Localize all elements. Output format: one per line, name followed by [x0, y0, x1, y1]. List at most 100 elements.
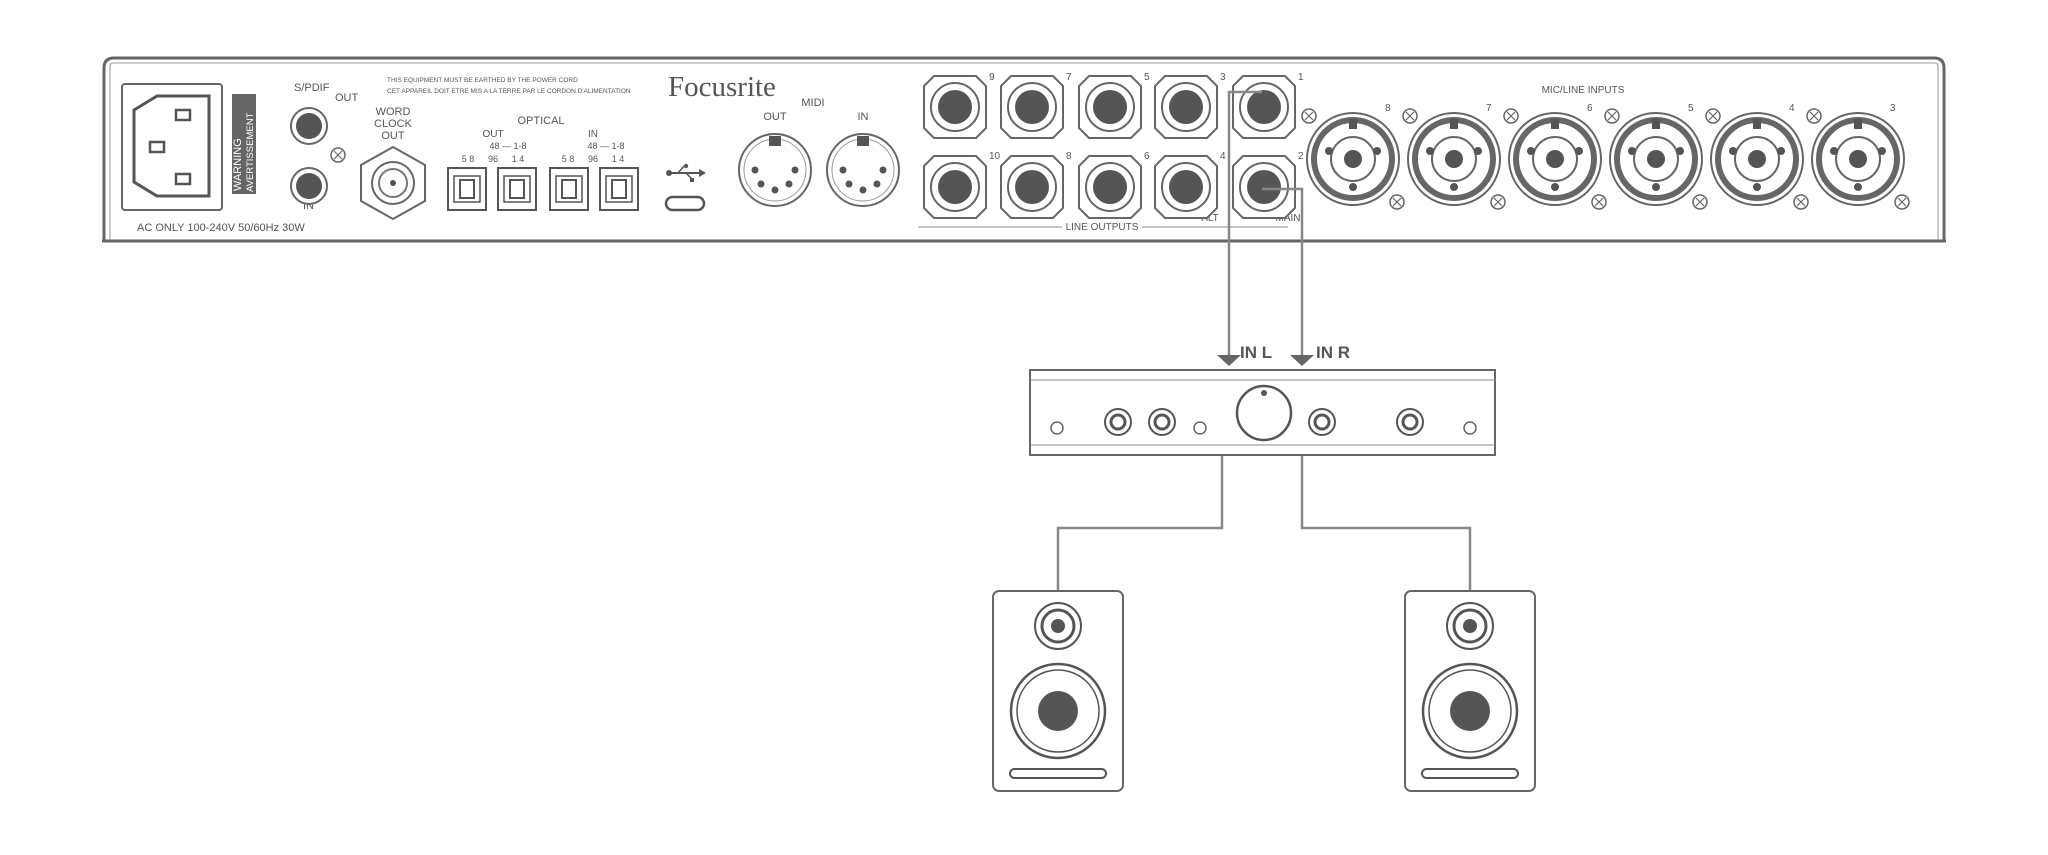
spdif-in-label: IN: [303, 200, 314, 212]
spdif-section: S/PDIF OUT IN: [290, 82, 359, 212]
line-output-number: 4: [1220, 151, 1226, 162]
xlr-combo-icon[interactable]: [1407, 112, 1501, 206]
line-output-number: 2: [1298, 151, 1304, 162]
screw-icon: [1705, 108, 1721, 124]
line-output-number: 1: [1298, 72, 1304, 83]
midi-label: MIDI: [801, 97, 824, 109]
volume-knob-icon[interactable]: [1235, 384, 1293, 442]
trs-jack-icon[interactable]: [923, 75, 987, 139]
word-clock-label-2: CLOCK: [374, 118, 413, 130]
screw-icon: [1301, 108, 1317, 124]
midi-in-label: IN: [858, 111, 869, 123]
screw-icon: [1389, 194, 1405, 210]
spdif-out-label: OUT: [335, 92, 359, 104]
screw-icon: [1692, 194, 1708, 210]
word-clock-label-3: OUT: [381, 130, 405, 142]
screw-icon: [1490, 194, 1506, 210]
screw-icon: [1591, 194, 1607, 210]
midi-section: MIDI OUT IN: [738, 97, 900, 207]
optical-out-label: OUT: [482, 129, 503, 140]
xlr-combo-icon[interactable]: [1306, 112, 1400, 206]
trs-jack-icon[interactable]: [1000, 155, 1064, 219]
arrow-in-right: [1290, 355, 1314, 366]
knob-icon[interactable]: [1308, 408, 1336, 436]
optical-section: OPTICAL OUT IN 48 — 1-8 48 — 1-8 5 8 96 …: [447, 115, 639, 211]
trs-jack-icon[interactable]: [1154, 155, 1218, 219]
knob-icon[interactable]: [1104, 408, 1132, 436]
amp-led-icon: [1193, 421, 1207, 435]
warning-label: WARNING AVERTISSEMENT: [232, 94, 256, 194]
in-left-label: IN L: [1240, 343, 1272, 362]
earth-notice-fr: CET APPAREIL DOIT ETRE MIS A LA TERRE PA…: [387, 88, 631, 95]
optical-label: OPTICAL: [517, 115, 564, 127]
line-output-number: 5: [1144, 72, 1150, 83]
screw-icon: [1806, 108, 1822, 124]
spdif-in-jack[interactable]: [290, 167, 328, 205]
speaker-icon: [1404, 590, 1536, 792]
optical-port-icon[interactable]: [599, 167, 639, 211]
mic-input-number: 4: [1789, 103, 1795, 114]
cable-main-left: [1227, 90, 1262, 358]
bnc-connector-icon[interactable]: [360, 145, 426, 221]
line-output-number: 10: [989, 151, 1001, 162]
main-label: MAIN: [1276, 213, 1301, 224]
optical-in-sub-a: 5 8: [562, 154, 575, 164]
optical-in-sub-b: 96: [588, 154, 598, 164]
xlr-combo-icon[interactable]: [1811, 112, 1905, 206]
iec-power-socket-icon: [121, 83, 223, 211]
knob-icon[interactable]: [1396, 408, 1424, 436]
screw-icon: [1503, 108, 1519, 124]
trs-jack-icon[interactable]: [923, 155, 987, 219]
cable-speaker-right: [1300, 453, 1472, 591]
line-output-number: 7: [1066, 72, 1072, 83]
optical-port-icon[interactable]: [549, 167, 589, 211]
speaker-icon: [992, 590, 1124, 792]
xlr-combo-icon[interactable]: [1710, 112, 1804, 206]
brand-logo: Focusrite: [668, 71, 776, 103]
xlr-combo-icon[interactable]: [1609, 112, 1703, 206]
xlr-combo-icon[interactable]: [1508, 112, 1602, 206]
optical-out-sub-b: 96: [488, 154, 498, 164]
trs-jack-icon[interactable]: [1232, 155, 1296, 219]
word-clock-section: WORD CLOCK OUT: [360, 106, 426, 221]
power-rating: AC ONLY 100-240V 50/60Hz 30W: [137, 222, 305, 234]
usb-icon: [666, 163, 706, 182]
optical-in-sub-c: 1 4: [612, 154, 625, 164]
mic-input-number: 6: [1587, 103, 1593, 114]
trs-jack-icon[interactable]: [1000, 75, 1064, 139]
optical-in-rate: 48 — 1-8: [587, 141, 624, 151]
trs-jack-icon[interactable]: [1154, 75, 1218, 139]
mic-input-number: 3: [1890, 103, 1896, 114]
cable-main-right: [1262, 187, 1304, 358]
cables: [1056, 90, 1472, 591]
screw-icon: [330, 147, 346, 163]
optical-port-icon[interactable]: [447, 167, 487, 211]
optical-out-rate: 48 — 1-8: [489, 141, 526, 151]
warning-text: WARNING: [232, 138, 244, 191]
line-outputs-label: LINE OUTPUTS: [1066, 222, 1139, 233]
trs-jack-icon[interactable]: [1078, 75, 1142, 139]
knob-icon[interactable]: [1148, 408, 1176, 436]
arrow-in-left: [1217, 355, 1241, 366]
trs-jack-icon[interactable]: [1232, 75, 1296, 139]
mic-input-number: 5: [1688, 103, 1694, 114]
midi-out-label: OUT: [763, 111, 787, 123]
cable-speaker-left: [1056, 453, 1224, 591]
spdif-out-jack[interactable]: [290, 107, 328, 145]
midi-din-icon[interactable]: [738, 133, 812, 207]
line-output-number: 8: [1066, 151, 1072, 162]
optical-out-sub-c: 1 4: [512, 154, 525, 164]
rear-panel: WARNING AVERTISSEMENT AC ONLY 100-240V 5…: [102, 56, 1946, 243]
amp-led-icon: [1050, 421, 1064, 435]
usb-c-port-icon[interactable]: [664, 195, 706, 212]
word-clock-label-1: WORD: [376, 106, 411, 118]
midi-din-icon[interactable]: [826, 133, 900, 207]
screw-icon: [1894, 194, 1910, 210]
earth-notice-en: THIS EQUIPMENT MUST BE EARTHED BY THE PO…: [387, 77, 578, 84]
trs-jack-icon[interactable]: [1078, 155, 1142, 219]
mic-input-number: 8: [1385, 103, 1391, 114]
optical-port-icon[interactable]: [497, 167, 537, 211]
screw-icon: [1402, 108, 1418, 124]
